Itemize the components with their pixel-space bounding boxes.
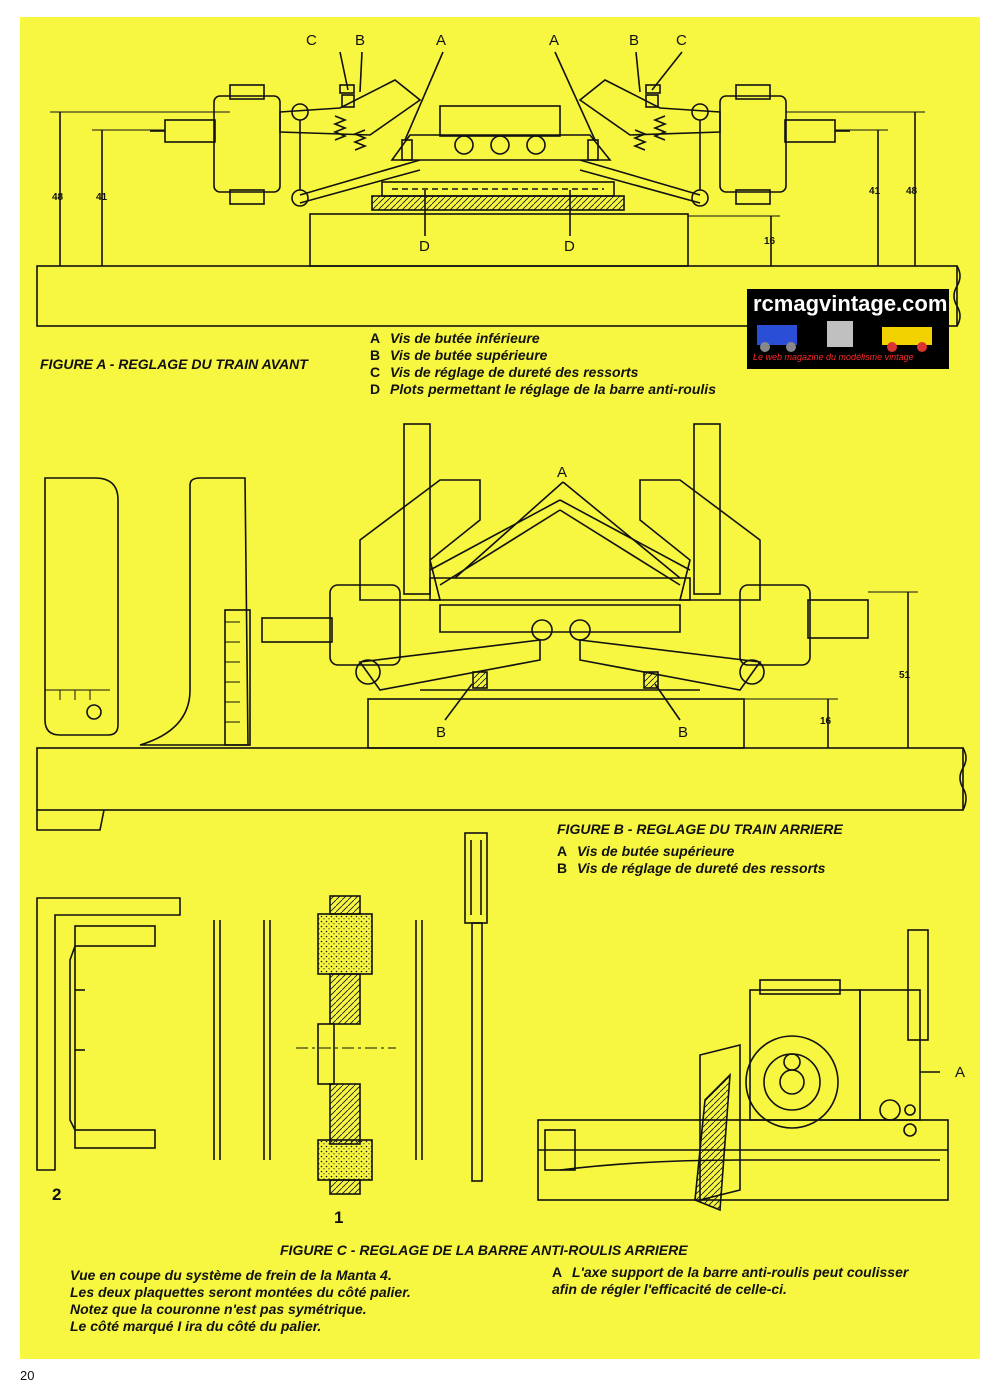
figure-c-caption: FIGURE C - REGLAGE DE LA BARRE ANTI-ROUL… [280,1242,688,1258]
fig-a-dim-41-left: 41 [96,192,108,203]
fig-b-label-a: A [557,464,568,481]
note-line: Vue en coupe du système de frein de la M… [70,1267,392,1283]
logo-title: rcmagvintage.com [753,291,948,316]
logo-illustration [757,321,932,352]
fig-a-dim-48-right: 48 [906,186,918,197]
figure-c-notes: Vue en coupe du système de frein de la M… [70,1267,411,1335]
fig-b-label-b-left: B [436,724,447,741]
fig-a-dim-48-left: 48 [52,192,64,203]
fig-a-dim-41-right: 41 [869,186,881,197]
note-line: Notez que la couronne n'est pas symétriq… [70,1301,367,1317]
fig-b-label-b-right: B [678,724,689,741]
fig-b-dim-51: 51 [899,670,911,681]
fig-a-label-d-right: D [564,238,575,255]
fig-c-label-a: A [955,1064,966,1081]
figure-c-drawing [36,832,949,1212]
fig-a-label-c-left: C [306,32,317,49]
fig-a-label-b-right: B [629,32,640,49]
figure-a-drawing [36,51,961,327]
fig-a-label-c-right: C [676,32,687,49]
note-line: Le côté marqué I ira du côté du palier. [70,1318,322,1334]
fig-a-dim-16: 16 [764,236,776,247]
fig-a-label-d-left: D [419,238,430,255]
figure-b-caption: FIGURE B - REGLAGE DU TRAIN ARRIERE [557,821,843,837]
figure-b-drawing [36,423,967,831]
page-number: 20 [20,1368,35,1383]
fig-c-label-2: 2 [52,1185,62,1204]
note-line: Les deux plaquettes seront montées du cô… [70,1284,411,1300]
rcmagvintage-logo: rcmagvintage.com Le web magazine du modé… [747,289,949,369]
logo-subtitle: Le web magazine du modélisme vintage [753,352,914,362]
fig-a-label-a-right: A [549,32,560,49]
fig-a-label-b-left: B [355,32,366,49]
fig-c-label-1: 1 [334,1208,344,1227]
fig-b-dim-16: 16 [820,716,832,727]
fig-a-label-a-left: A [436,32,447,49]
legend-item: afin de régler l'efficacité de celle-ci. [552,1281,787,1297]
yellow-page [20,17,980,1359]
figure-a-caption: FIGURE A - REGLAGE DU TRAIN AVANT [40,356,308,372]
